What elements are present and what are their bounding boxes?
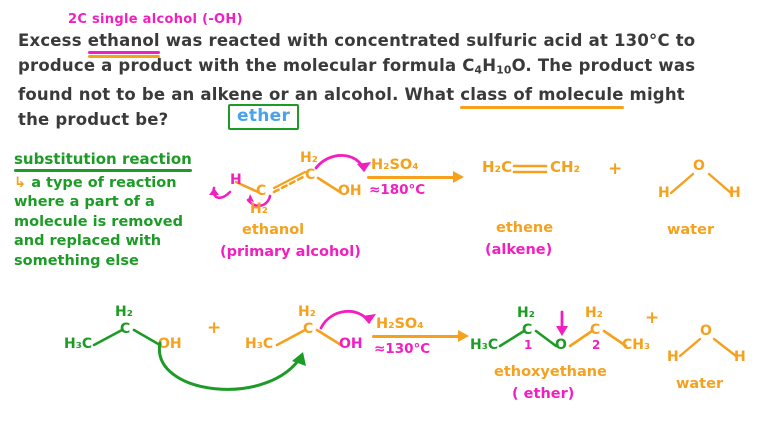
notes-line-2: molecule is removed [14, 213, 184, 230]
ether-atom-h2-2: H₂ [585, 305, 603, 321]
double-bond-icon [512, 164, 548, 174]
ether-name: ethoxyethane [494, 364, 607, 380]
ether-atom-h2-1: H₂ [517, 305, 535, 321]
ether-label-2: 2 [592, 338, 601, 352]
notes-body: ↳ a type of reaction where a part of a m… [14, 174, 229, 272]
reaction-1-skeleton [209, 154, 371, 208]
question-line1-suffix: was reacted with concentrated sulfuric a… [159, 31, 696, 50]
notes-heading: substitution reaction [14, 150, 192, 171]
atom-h2-lower: H₂ [250, 201, 268, 217]
ether-atom-c2: C [590, 322, 601, 338]
question-line1-prefix: Excess [18, 31, 88, 50]
ethene-right-formula: CH₂ [550, 158, 581, 176]
reaction-1-arrow-shaft [367, 176, 459, 179]
ether-atom-ch3: CH₃ [622, 337, 651, 353]
ethoxyethane-bonds [498, 310, 628, 348]
reaction-1-plus: + [608, 159, 623, 179]
notes-bullet-icon: ↳ [14, 174, 27, 191]
r2-r2-atom-c: C [303, 321, 314, 337]
water-atom-o: O [693, 158, 705, 174]
answer-text: ether [237, 106, 291, 126]
reaction-2-reactant-2-bonds [275, 328, 343, 347]
ether-subname: ( ether) [512, 386, 575, 402]
ethene-left-formula: H₂C [482, 158, 513, 176]
question-text: Excess ethanol was reacted with concentr… [18, 28, 744, 132]
water-atom-h-left: H [658, 185, 670, 201]
water-2-name: water [676, 376, 724, 392]
atom-c1: C [256, 183, 267, 199]
r2-r1-atom-h2: H₂ [115, 304, 133, 320]
water-name: water [667, 222, 715, 238]
question-line-2: produce a product with the molecular for… [18, 56, 696, 77]
reaction-2-reactant-1-bonds [92, 328, 162, 347]
water-bonds [669, 172, 733, 195]
answer-box[interactable]: ether [228, 104, 300, 130]
reactant-subname-primary-alcohol: (primary alcohol) [220, 244, 361, 260]
r2-r2-atom-h2: H₂ [298, 304, 316, 320]
reactant-name-ethanol: ethanol [242, 222, 305, 238]
ether-atom-o: O [555, 337, 567, 353]
atom-c2: C [305, 167, 316, 183]
water-atom-h-right: H [729, 185, 741, 201]
ethanol-highlight: ethanol [87, 28, 160, 58]
question-line-3: found not to be an alkene or an alcohol.… [18, 82, 744, 110]
atom-oh: OH [338, 183, 362, 199]
r2-r2-atom-h3c: H₃C [245, 336, 274, 352]
reaction-2-plus-1: + [207, 318, 222, 338]
class-of-molecule-highlight: class of molecule [460, 82, 624, 110]
reaction-2-reagent: H₂SO₄ [376, 316, 424, 332]
ethene-subname: (alkene) [485, 242, 553, 258]
notes-line-1: where a part of a [14, 194, 155, 210]
reaction-2-plus-2: + [645, 308, 660, 328]
reaction-1-arrow-head [453, 171, 464, 183]
atom-h-leaving: H [230, 172, 242, 188]
notes-line-3: and replaced with [14, 233, 162, 249]
question-line-4: the product be? [18, 110, 169, 130]
water-2-atom-o: O [700, 323, 712, 339]
r2-r1-atom-oh: OH [158, 336, 182, 352]
notes-line-0: a type of reaction [31, 174, 177, 191]
reaction-1-reactant: H C H₂ C H₂ OH ethanol (primary alcohol) [209, 148, 462, 260]
ether-atom-c1: C [522, 322, 533, 338]
ether-atom-h3c: H₃C [470, 337, 499, 353]
water-2-atom-h-right: H [734, 349, 746, 365]
notes-line-4: something else [14, 252, 139, 269]
reaction-2-temperature: ≈130°C [374, 341, 431, 357]
water-2-atom-h-left: H [667, 349, 679, 365]
question-line-1: Excess ethanol was reacted with concentr… [18, 28, 744, 58]
ether-label-1: 1 [524, 338, 533, 352]
ethene-name: ethene [496, 220, 554, 236]
notes-block: substitution reaction ↳ a type of reacti… [14, 150, 229, 271]
green-mechanism-arrow [158, 341, 306, 391]
r2-magenta-curved-arrow [319, 309, 376, 330]
water-2-bonds [678, 337, 738, 358]
reaction-1-reagent: H₂SO₄ [371, 157, 419, 173]
r2-r2-atom-oh: OH [339, 336, 363, 352]
reaction-1-temperature: ≈180°C [369, 182, 426, 198]
reaction-2-arrow-shaft [372, 335, 464, 338]
atom-h2-upper: H₂ [300, 150, 318, 166]
r2-r1-atom-c: C [120, 321, 131, 337]
r2-r1-atom-h3c: H₃C [64, 336, 93, 352]
top-annotation: 2C single alcohol (-OH) [68, 12, 243, 27]
reaction-2-arrow-head [458, 330, 469, 342]
